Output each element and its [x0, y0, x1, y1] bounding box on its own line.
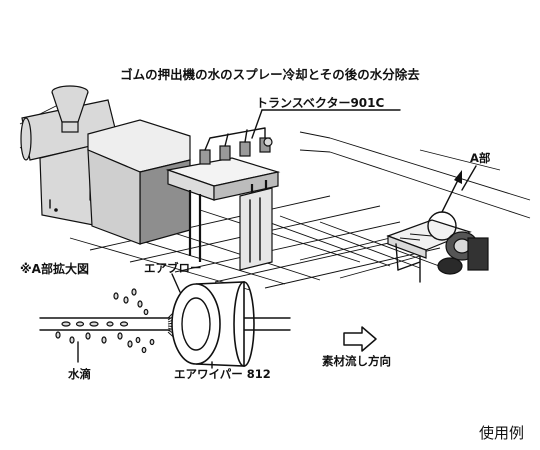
spray-tank: [165, 109, 401, 271]
detail-label: ※A部拡大図: [20, 262, 89, 276]
water-drops-label: 水滴: [68, 367, 91, 381]
arrow-right-icon: [343, 326, 377, 352]
air-wiper-label: エアワイパー 812: [174, 367, 271, 381]
air-blow-label: エアブロー: [144, 261, 202, 275]
extruder-machine: [20, 85, 191, 245]
transvector-label: トランスベクター901C: [256, 96, 385, 110]
detail-air-wiper: [39, 273, 377, 369]
transvector-nozzles: [199, 127, 273, 165]
hopper-icon: [51, 85, 89, 133]
water-droplets: [55, 288, 155, 354]
flow-direction-label: 素材流し方向: [322, 354, 391, 368]
usage-caption: 使用例: [478, 424, 524, 442]
part-a-label: A部: [470, 151, 491, 165]
part-a-station: [386, 165, 489, 283]
diagram-title: ゴムの押出機の水のスプレー冷却とその後の水分除去: [120, 67, 420, 82]
